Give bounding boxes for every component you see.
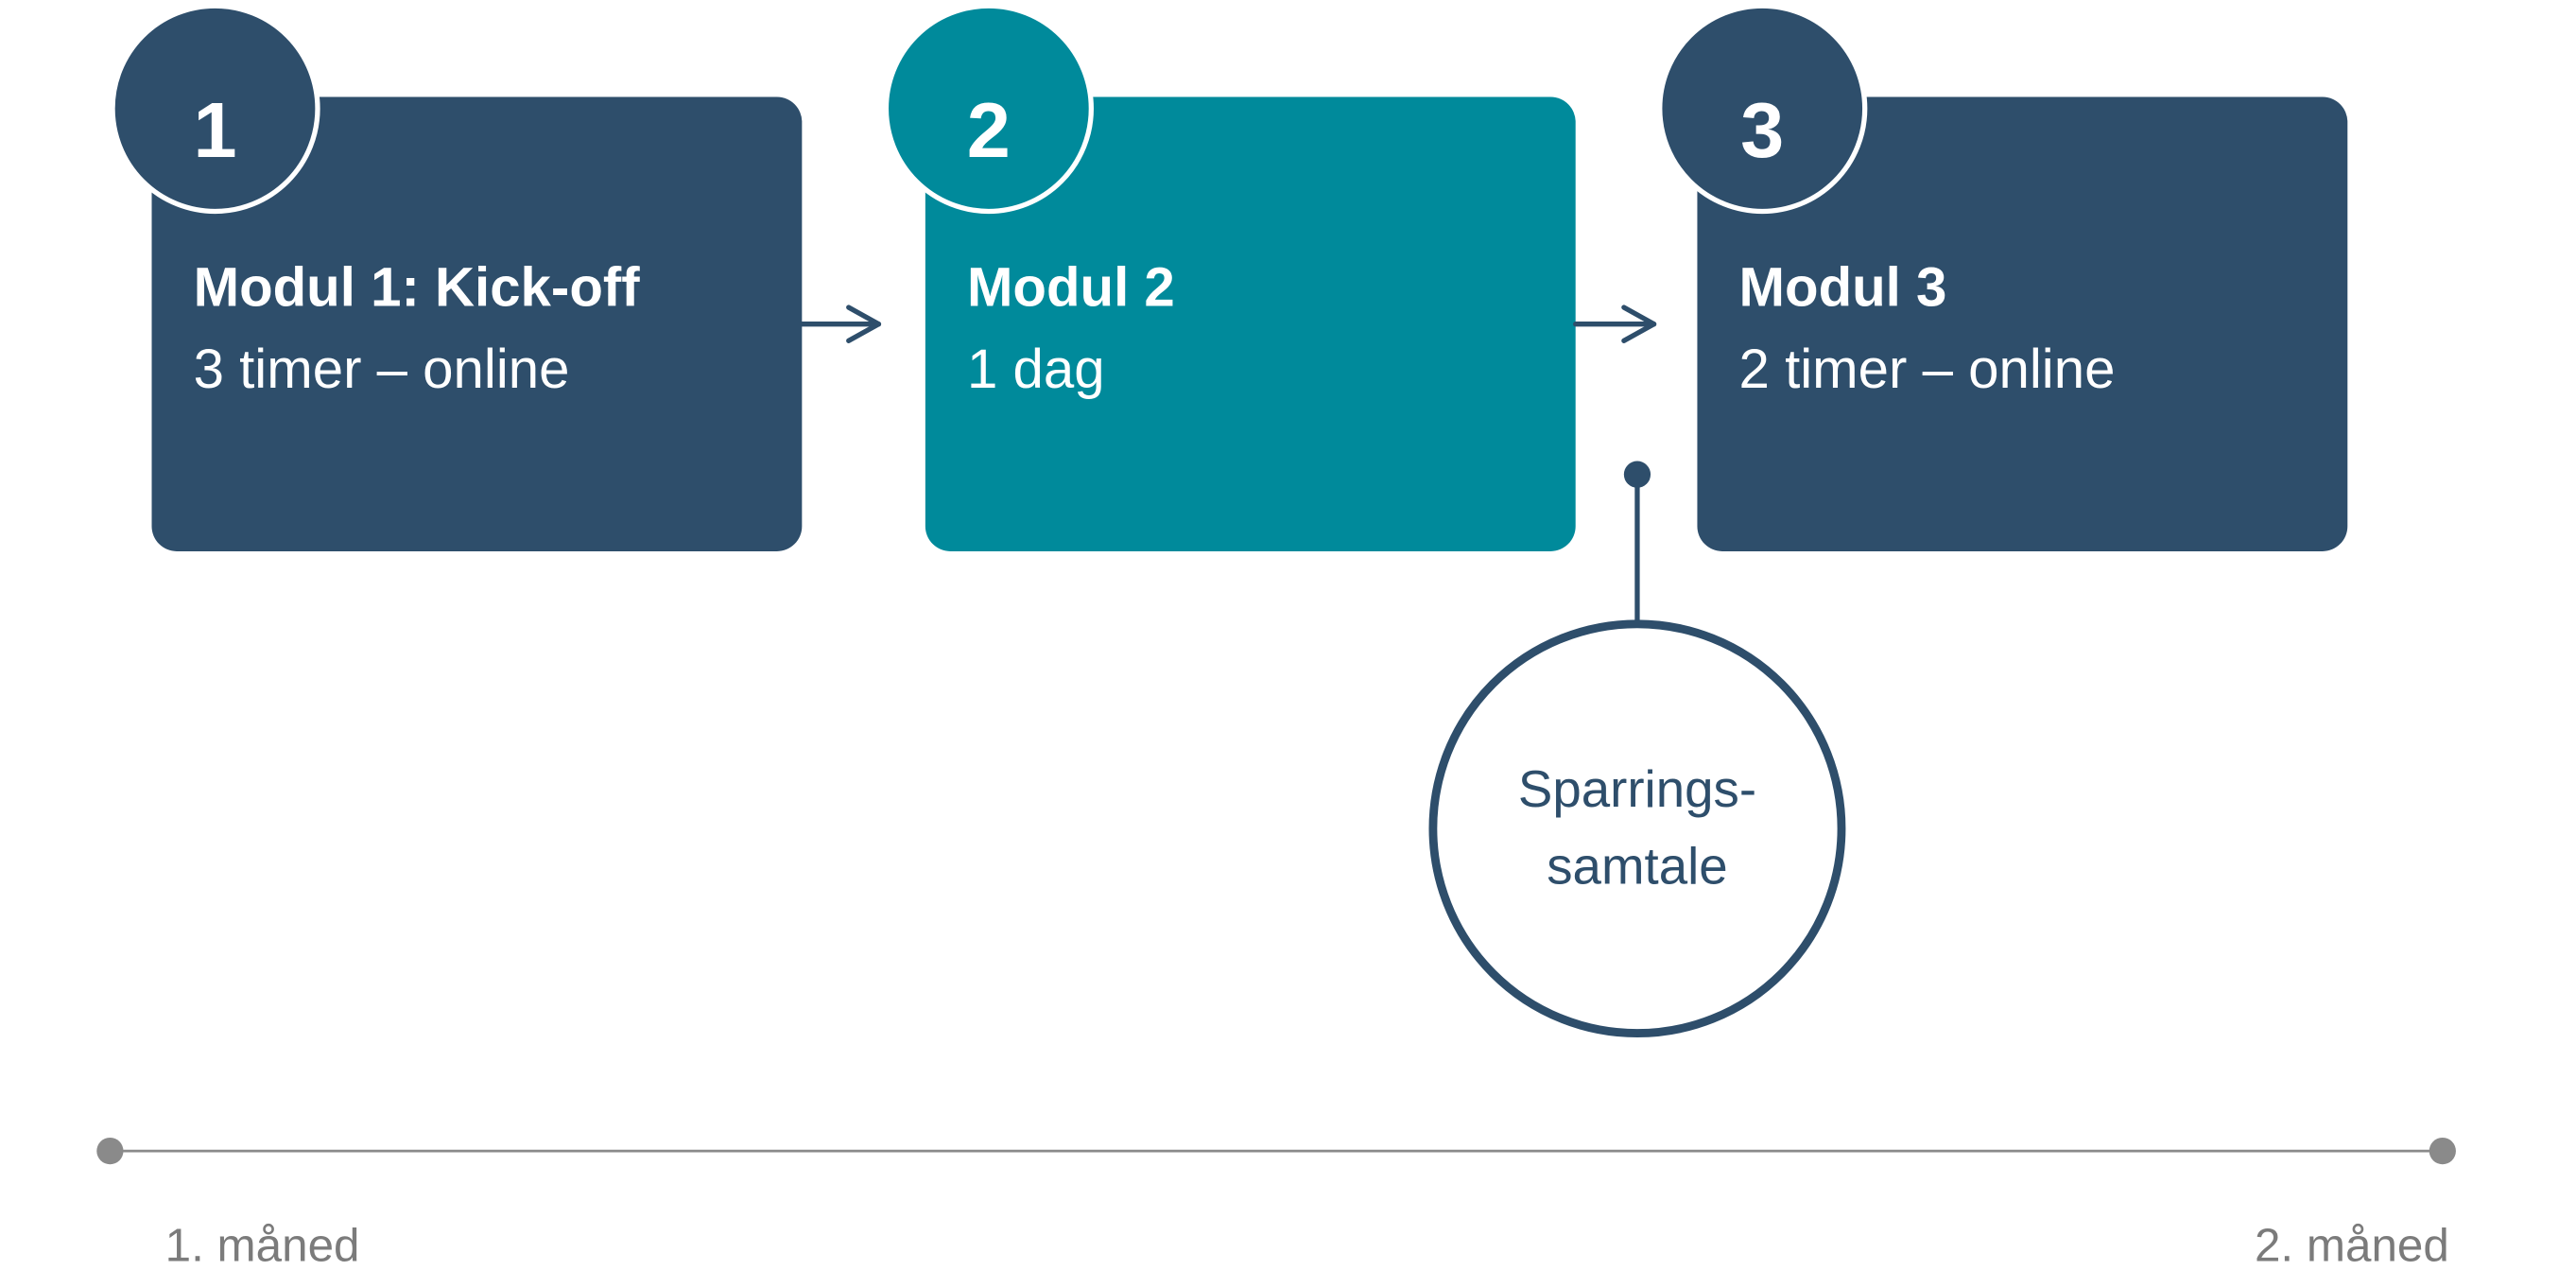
sparring-bubble: Sparrings- samtale [1428, 619, 1846, 1037]
sparring-label: Sparrings- samtale [1517, 759, 1757, 896]
timeline-end-label: 2. måned [2254, 1219, 2449, 1272]
sparring-connector [1623, 461, 1651, 622]
timeline-start-dot [96, 1137, 124, 1165]
module-1-number-badge: 1 [110, 3, 320, 215]
module-1-title: Modul 1: Kick-off [193, 255, 640, 318]
module-2-subtitle: 1 dag [966, 337, 1105, 400]
module-3-subtitle: 2 timer – online [1738, 337, 2116, 400]
module-2-number-badge: 2 [883, 3, 1094, 215]
module-1-subtitle: 3 timer – online [193, 337, 570, 400]
timeline-end-dot [2429, 1137, 2456, 1165]
timeline [96, 1137, 2456, 1165]
module-2-title: Modul 2 [966, 255, 1175, 318]
module-3-title: Modul 3 [1738, 255, 1947, 318]
timeline-start-label: 1. måned [164, 1219, 360, 1272]
arrow-1-to-2 [799, 305, 882, 344]
arrow-2-to-3 [1573, 305, 1657, 344]
module-3-number-badge: 3 [1657, 3, 1868, 215]
